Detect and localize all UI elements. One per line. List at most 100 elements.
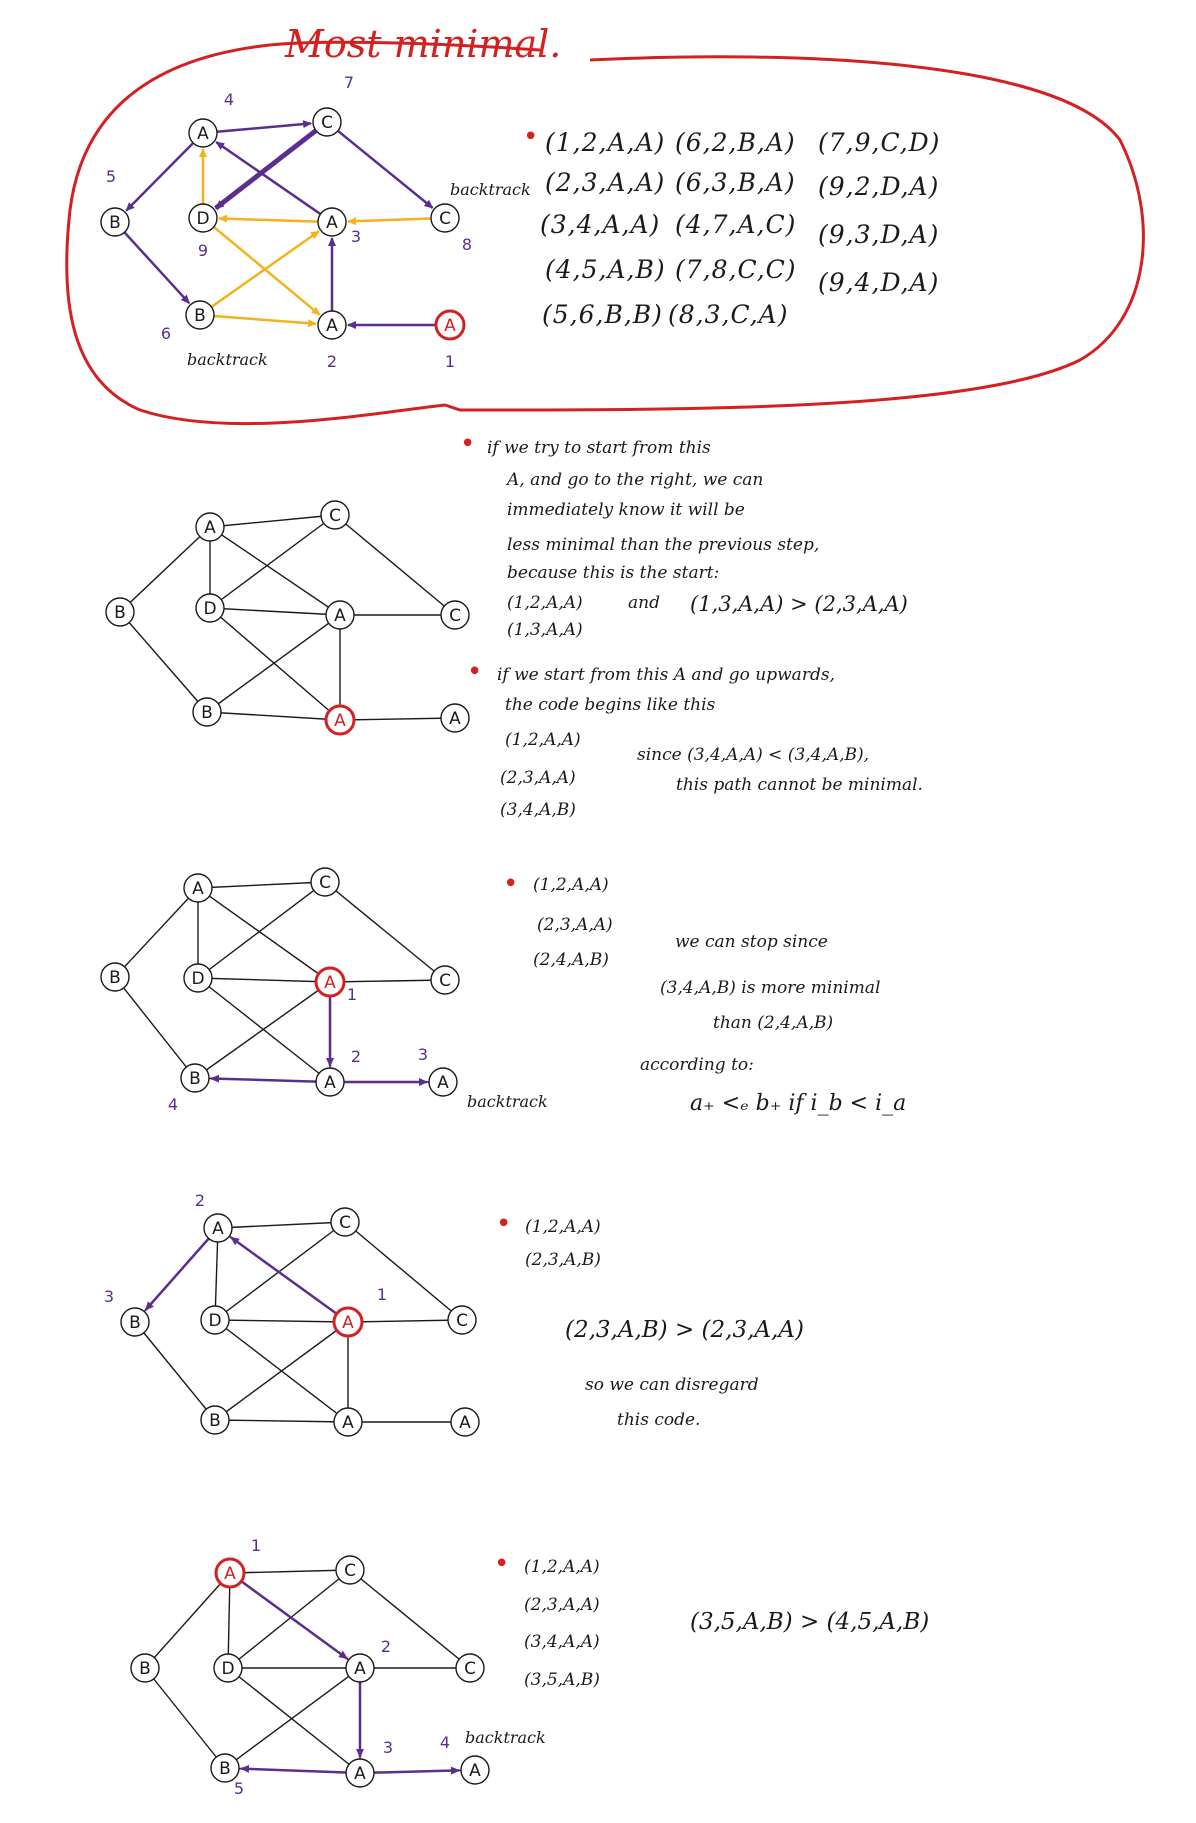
- graph-node: [324, 704, 356, 736]
- node-label: C: [449, 606, 461, 626]
- node-label: C: [319, 873, 331, 893]
- node-label: D: [196, 209, 209, 229]
- node-label: A: [469, 1761, 481, 1781]
- node-label: C: [439, 971, 451, 991]
- graph-edge: [214, 1419, 349, 1423]
- note-line: if we try to start from this: [487, 438, 711, 458]
- order-number-label: 2: [327, 352, 337, 371]
- node-label: A: [326, 316, 338, 336]
- code-row: (6,3,B,A): [675, 168, 796, 197]
- node-label: D: [203, 599, 216, 619]
- graph-edge: [227, 1667, 361, 1774]
- graph-node: [200, 1305, 230, 1335]
- graph-node: [185, 300, 215, 330]
- note-line: so we can disregard: [585, 1375, 759, 1395]
- purple-arrow-edge: [240, 1580, 348, 1660]
- graph-edge: [217, 1221, 346, 1229]
- code-row: (8,3,C,A): [668, 300, 789, 329]
- since-line: this path cannot be minimal.: [676, 775, 923, 795]
- node-label: C: [339, 1213, 351, 1233]
- node-label: A: [192, 879, 204, 899]
- graph-node: [213, 1653, 243, 1683]
- graph-node: [183, 963, 213, 993]
- graph-node: [332, 1306, 364, 1338]
- code-row: (1,3,A,A): [507, 620, 583, 640]
- ordering-rule: a₊ <ₑ b₊ if i_b < i_a: [690, 1091, 907, 1116]
- node-label: A: [342, 1313, 354, 1333]
- purple-arrow-edge: [373, 1766, 461, 1775]
- graph-node: [345, 1758, 375, 1788]
- node-label: B: [109, 968, 121, 988]
- code-row: (1,2,A,A): [533, 875, 609, 895]
- node-label: C: [439, 209, 451, 229]
- graph-node: [200, 1405, 230, 1435]
- graph-edge: [349, 1569, 471, 1669]
- bullet: •: [523, 122, 539, 152]
- node-label: A: [354, 1764, 366, 1784]
- order-number-label: 1: [445, 352, 455, 371]
- graph-edge: [197, 977, 331, 1083]
- graph-edge: [334, 514, 456, 616]
- code-row: (2,3,A,A): [537, 915, 613, 935]
- purple-arrow-edge: [123, 231, 191, 305]
- yellow-arrow-edge: [217, 214, 319, 223]
- order-number-label: 2: [381, 1637, 391, 1656]
- purple-arrow-edge: [337, 129, 434, 209]
- graph-node: [320, 500, 350, 530]
- graph-edge: [194, 981, 331, 1079]
- graph-edge: [197, 881, 326, 889]
- graph-node: [455, 1653, 485, 1683]
- code-row: (7,8,C,C): [675, 255, 797, 284]
- graph-edge: [339, 717, 456, 721]
- graph-edge: [114, 976, 196, 1079]
- backtrack-label-right: backtrack: [450, 180, 531, 199]
- graph-edge: [209, 526, 341, 616]
- graph-node: [192, 697, 222, 727]
- bullet: •: [503, 869, 519, 899]
- order-number-label: 7: [344, 73, 354, 92]
- note-line: we can stop since: [675, 932, 828, 952]
- node-label: A: [224, 1564, 236, 1584]
- graph-node: [105, 597, 135, 627]
- red-enclosure: [65, 40, 1145, 426]
- compare-expression: (2,3,A,B) > (2,3,A,A): [565, 1317, 804, 1343]
- graph-node: [180, 1063, 210, 1093]
- purple-arrow-edge: [125, 142, 195, 212]
- graph-node: [315, 1067, 345, 1097]
- node-label: A: [459, 1413, 471, 1433]
- bullet: •: [496, 1209, 512, 1239]
- and-label: and: [628, 593, 660, 613]
- node-label: A: [334, 606, 346, 626]
- backtrack-label-left: backtrack: [187, 350, 268, 369]
- node-label: B: [201, 703, 213, 723]
- graph-node: [317, 310, 347, 340]
- code-row: (2,3,A,A): [545, 168, 666, 197]
- node-label: A: [204, 518, 216, 538]
- node-label: B: [139, 1659, 151, 1679]
- note-line: immediately know it will be: [507, 500, 745, 520]
- order-number-label: 1: [251, 1536, 261, 1555]
- graph-node: [188, 203, 218, 233]
- graph-edge: [197, 977, 331, 983]
- graph-node: [440, 600, 470, 630]
- note-line: if we start from this A and go upwards,: [497, 665, 835, 685]
- order-number-label: 4: [168, 1095, 178, 1114]
- note-line: A, and go to the right, we can: [507, 470, 764, 490]
- note-line: this code.: [617, 1410, 701, 1430]
- purple-arrow-edge: [239, 1764, 347, 1774]
- graph-edge: [209, 607, 341, 721]
- graph-edge: [214, 1319, 349, 1323]
- bullet: •: [460, 429, 476, 459]
- node-label: B: [114, 603, 126, 623]
- code-row: (9,4,D,A): [818, 268, 940, 297]
- node-label: B: [219, 1759, 231, 1779]
- order-number-label: 4: [224, 90, 234, 109]
- graph-node: [325, 600, 355, 630]
- graph-edge: [347, 1319, 463, 1323]
- node-label: C: [321, 113, 333, 133]
- graph-edge: [344, 1221, 463, 1321]
- graph-node: [120, 1307, 150, 1337]
